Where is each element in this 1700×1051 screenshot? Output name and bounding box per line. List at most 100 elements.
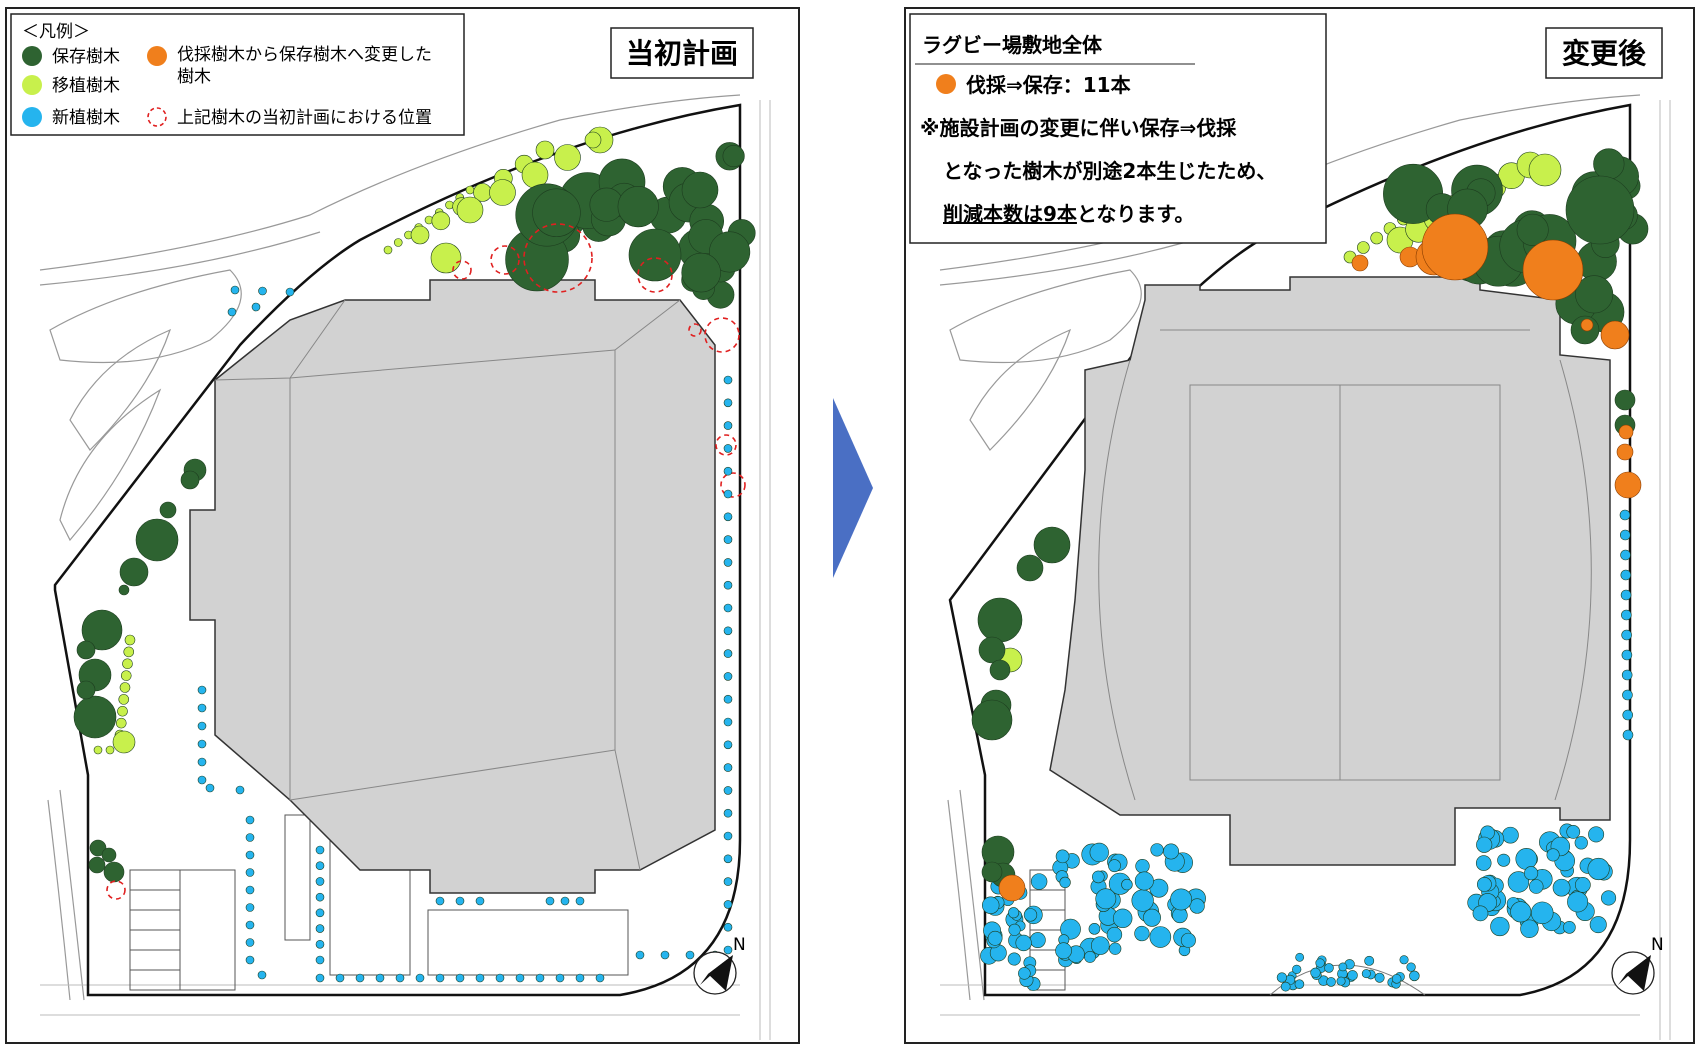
- new-tree: [723, 900, 733, 909]
- legend-dashed-label: 上記樹木の当初計画における位置: [177, 108, 432, 128]
- new-tree: [435, 896, 445, 906]
- info-note-line3-rest: となります。: [1077, 202, 1194, 226]
- new-tree: [1364, 955, 1375, 966]
- new-tree: [251, 302, 261, 312]
- new-tree: [1620, 589, 1632, 601]
- new-tree: [227, 307, 237, 317]
- preserved-tree: [135, 518, 179, 562]
- new-tree: [1189, 898, 1205, 914]
- preserved-tree: [681, 171, 719, 209]
- left-title-box: [610, 27, 754, 79]
- new-tree: [981, 896, 1000, 915]
- original-position-marker: [688, 323, 702, 337]
- new-tree: [723, 672, 733, 681]
- transplanted-tree: [118, 694, 130, 705]
- new-tree: [1276, 972, 1288, 983]
- changed-to-preserved-tree: [1421, 213, 1489, 281]
- preserved-tree: [971, 699, 1013, 741]
- new-tree: [1326, 977, 1336, 987]
- new-tree: [1622, 709, 1634, 721]
- preserved-tree: [1614, 389, 1636, 411]
- original-position-marker: [490, 245, 520, 275]
- original-position-marker: [704, 317, 740, 353]
- new-tree: [1620, 549, 1631, 561]
- new-tree: [1587, 857, 1610, 881]
- new-tree: [723, 489, 733, 499]
- new-tree: [245, 955, 255, 965]
- new-tree: [1475, 855, 1492, 871]
- new-tree: [315, 845, 325, 855]
- new-tree: [1180, 932, 1196, 948]
- new-tree: [575, 896, 585, 906]
- new-tree: [1338, 962, 1348, 972]
- new-tree: [987, 930, 1003, 946]
- legend-transplanted-swatch: [22, 75, 42, 95]
- new-tree: [1497, 853, 1511, 867]
- transplanted-tree: [584, 131, 602, 149]
- new-tree: [495, 973, 505, 983]
- new-tree: [315, 973, 325, 983]
- new-tree: [723, 466, 733, 476]
- new-tree: [1621, 669, 1633, 681]
- new-tree: [1588, 826, 1605, 843]
- new-tree: [315, 908, 325, 918]
- changed-to-preserved-tree: [1600, 320, 1630, 350]
- new-tree: [375, 973, 385, 983]
- new-tree: [1294, 979, 1305, 989]
- transplanted-tree: [1528, 153, 1562, 187]
- preserved-tree: [1033, 526, 1071, 564]
- preserved-tree: [1016, 554, 1044, 582]
- new-tree: [435, 973, 445, 983]
- new-tree: [1621, 629, 1632, 641]
- new-tree: [1163, 843, 1180, 860]
- transplanted-tree: [393, 238, 403, 247]
- new-tree: [197, 721, 207, 731]
- preserved-tree: [76, 640, 96, 660]
- transplanted-tree: [123, 646, 135, 658]
- new-tree: [475, 973, 485, 983]
- new-tree: [395, 973, 405, 983]
- new-tree: [315, 939, 325, 949]
- new-tree: [723, 694, 733, 704]
- original-position-marker: [637, 257, 673, 293]
- new-tree: [723, 444, 733, 453]
- transition-arrow-icon: [833, 398, 873, 578]
- new-tree: [1055, 942, 1072, 960]
- preserved-tree: [977, 597, 1023, 643]
- new-tree: [1566, 825, 1581, 839]
- new-tree: [723, 922, 733, 932]
- new-tree: [1007, 952, 1021, 966]
- new-tree: [197, 757, 207, 767]
- new-tree: [535, 973, 545, 983]
- new-tree: [635, 950, 645, 960]
- new-tree: [245, 815, 255, 825]
- new-tree: [723, 740, 733, 750]
- new-tree: [245, 920, 255, 930]
- new-tree: [315, 924, 325, 933]
- new-tree: [1090, 936, 1110, 955]
- transplanted-tree: [115, 717, 127, 729]
- new-tree: [257, 970, 267, 980]
- new-tree: [723, 786, 733, 795]
- info-box: ラグビー場敷地全体 伐採⇒保存：11本 ※施設計画の変更に伴い保存⇒伐採 となっ…: [909, 13, 1327, 244]
- left-site-map: [39, 94, 771, 1040]
- new-tree: [545, 896, 555, 906]
- new-tree: [1347, 970, 1358, 981]
- preserved-tree: [709, 231, 751, 273]
- preserved-tree: [978, 636, 1006, 664]
- new-tree: [723, 580, 733, 590]
- new-tree: [1295, 952, 1305, 962]
- preserved-tree: [103, 861, 125, 883]
- preserved-tree: [76, 680, 96, 700]
- new-tree: [1336, 976, 1346, 986]
- new-tree: [1149, 926, 1172, 948]
- legend-dashed-swatch: [147, 107, 167, 127]
- new-tree: [723, 808, 733, 818]
- preserved-tree: [989, 659, 1011, 681]
- new-tree: [1109, 942, 1122, 955]
- changed-to-preserved-tree: [1522, 239, 1584, 301]
- new-tree: [1023, 908, 1038, 922]
- info-note-line1: ※施設計画の変更に伴い保存⇒伐採: [920, 116, 1237, 140]
- transplanted-tree: [124, 634, 136, 646]
